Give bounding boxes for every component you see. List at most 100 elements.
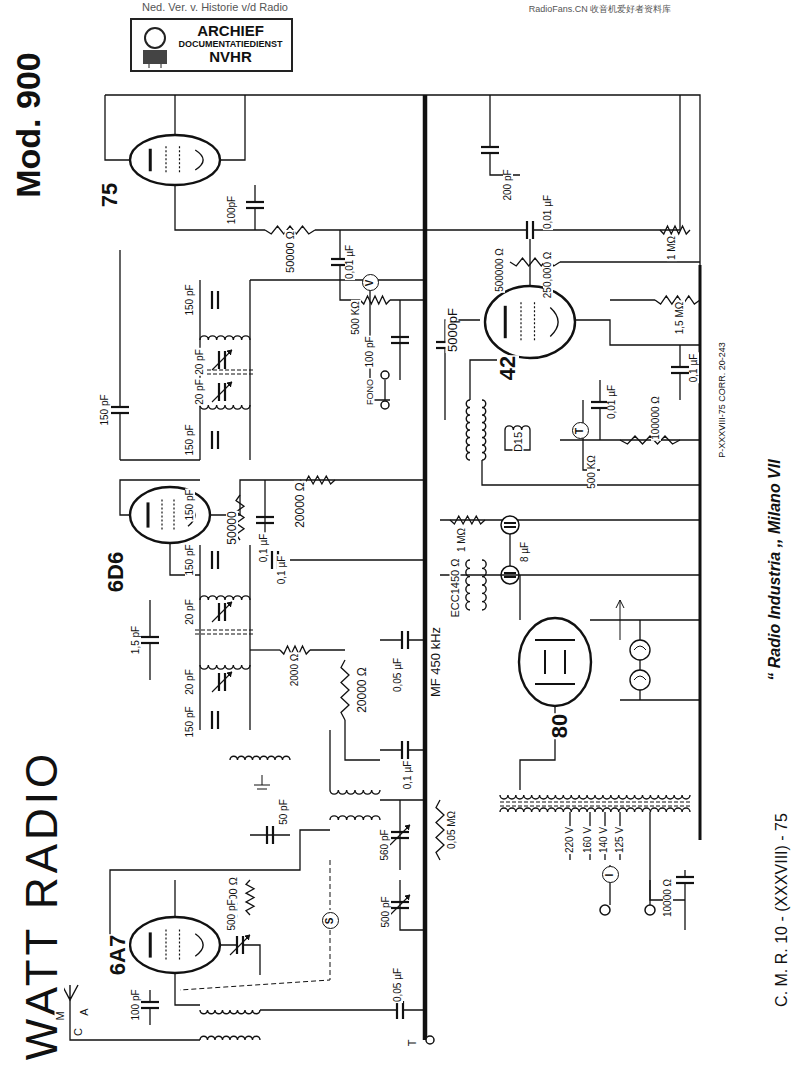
capacitor-symbol <box>212 350 232 370</box>
wire <box>649 880 650 905</box>
terminal <box>381 401 389 409</box>
coil-symbol <box>466 560 470 610</box>
schematic-label: 0,1 µF <box>277 555 287 586</box>
wire <box>250 279 425 280</box>
capacitor-symbol <box>481 147 499 153</box>
schematic-label: 1,5 MΩ <box>675 301 685 336</box>
coil-symbol <box>500 795 690 799</box>
capacitor-symbol <box>671 367 689 373</box>
rectifier-tube <box>519 618 591 706</box>
control-marker: T <box>572 422 589 439</box>
coil-symbol <box>482 560 486 610</box>
wire <box>310 649 345 650</box>
capacitor-symbol <box>246 202 264 208</box>
coil-symbol <box>200 405 250 409</box>
wire <box>250 830 330 870</box>
wire <box>390 299 425 300</box>
wire <box>490 95 520 175</box>
schematic-label: 150 pF <box>185 488 195 521</box>
schematic-label: C <box>73 1027 84 1037</box>
node-text: ARCHIEF <box>178 23 283 40</box>
wire <box>440 574 700 575</box>
schematic-label: 160 V <box>583 826 593 854</box>
resistor-symbol <box>246 880 254 915</box>
schematic-label: D15 <box>513 431 524 453</box>
schematic-label: 125 V <box>615 826 625 854</box>
capacitor-symbol <box>212 291 218 309</box>
capacitor-symbol <box>141 637 159 643</box>
capacitor-symbol <box>527 221 533 239</box>
coil-symbol <box>230 756 290 760</box>
transformer-core <box>500 805 690 806</box>
resistor-symbol <box>341 660 349 720</box>
wire <box>119 250 120 460</box>
schematic-label: 220 V <box>565 826 575 854</box>
schematic-label: M <box>55 1010 66 1021</box>
schematic-label: 0,05 µF <box>393 657 403 693</box>
schematic-label: P-XXXVIII-75 CORR. 20-243 <box>718 341 727 459</box>
archive-stamp: ARCHIEFDOCUMENTATIEDIENSTNVHR <box>130 18 293 72</box>
schematic-label: 0,1 µF <box>689 353 699 384</box>
terminal <box>600 905 610 915</box>
capacitor-symbol <box>212 382 232 402</box>
schematic-label: 80 <box>549 713 571 739</box>
schematic-label: FONO <box>366 378 375 406</box>
coil-symbol <box>466 400 470 460</box>
schematic-label: 2000 Ω <box>290 653 300 688</box>
wire <box>249 545 250 730</box>
node-text: NVHR <box>178 49 283 66</box>
capacitor-symbol <box>397 1001 403 1019</box>
schematic-label: 0,01 µF <box>345 244 355 280</box>
wire <box>519 575 520 620</box>
schematic-label: MF 450 kHz <box>429 626 442 698</box>
resistor-symbol <box>360 296 390 304</box>
schematic-label: 6D6 <box>105 551 127 593</box>
transformer-core <box>195 633 255 634</box>
tube-symbol <box>130 135 220 185</box>
schematic-label: 75 <box>99 182 121 208</box>
wire <box>175 973 200 1005</box>
wire <box>345 720 380 760</box>
node-text: DOCUMENTATIEDIENST <box>178 40 283 50</box>
watermark: RadioFans.CN 收音机爱好者资料库 <box>528 5 673 14</box>
schematic-label: 20000 Ω <box>356 666 368 714</box>
wire <box>384 380 385 400</box>
switch-marker: S <box>322 912 339 929</box>
capacitor-symbol <box>402 631 408 649</box>
schematic-label: 0,01 µF <box>543 194 553 230</box>
coil-symbol <box>200 665 250 669</box>
wire <box>699 265 702 840</box>
schematic-label: 150 pF <box>100 393 110 426</box>
schematic-label: 10000 Ω <box>663 878 673 918</box>
capacitor-symbol <box>212 551 218 569</box>
schematic-label: 50000 Ω <box>285 230 296 274</box>
schematic-label: 50000 <box>226 510 238 545</box>
schematic-label: 20000 Ω <box>294 481 306 529</box>
wire <box>105 95 130 160</box>
capacitor-symbol <box>141 1002 159 1008</box>
resistor-symbol <box>620 436 680 444</box>
node-text: I <box>606 873 616 876</box>
schematic-label: 20 pF <box>185 598 195 626</box>
schematic-label: 100 pF <box>365 335 375 368</box>
switch-marker: I <box>602 866 619 883</box>
coil-symbol <box>200 336 250 340</box>
transformer-core <box>195 629 255 630</box>
wire <box>509 534 510 566</box>
coil-symbol <box>200 1036 260 1040</box>
coil-symbol <box>500 808 690 812</box>
schematic-label: “ Radio Industria ,, Milano VII <box>767 458 783 681</box>
coil-symbol <box>330 790 380 794</box>
electrolytic-capacitor <box>501 516 519 534</box>
capacitor-symbol <box>212 672 232 692</box>
schematic-label: 150 pF <box>185 423 195 456</box>
coil-symbol <box>330 816 380 820</box>
wire <box>210 480 425 515</box>
schematic-label: 50 pF <box>279 798 289 826</box>
control-marker: V <box>362 274 379 291</box>
schematic-label: 1,5 pF <box>131 625 141 655</box>
wire <box>174 95 175 135</box>
resistor-symbol <box>660 226 690 234</box>
